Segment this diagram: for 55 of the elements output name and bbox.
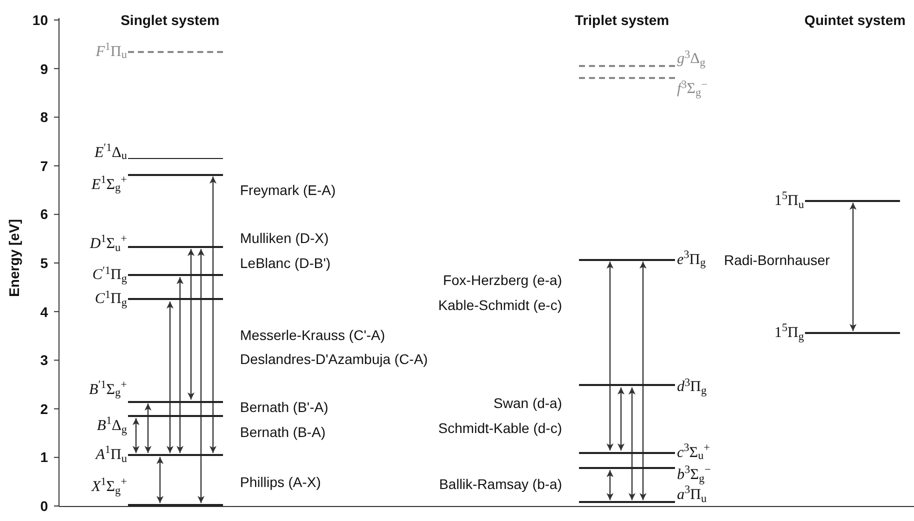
tick-label: 1: [40, 448, 48, 466]
tick-label: 9: [40, 60, 48, 78]
transition-arrow: [132, 418, 140, 453]
band-name: Ballik-Ramsay (b-a): [439, 475, 562, 494]
tick-label: 7: [40, 156, 48, 175]
transition-arrow: [606, 262, 614, 451]
band-name: Kable-Schmidt (e-c): [438, 296, 562, 314]
state-label: 1$^{5}$Π$_{g}$: [774, 322, 805, 343]
transition-arrow: [628, 387, 636, 500]
tick-label: 3: [40, 351, 48, 370]
transition-arrow: [850, 202, 856, 331]
transition-arrow: [166, 301, 174, 453]
state-label: F$^{1}$Π$_{u}$: [96, 42, 128, 62]
state-label: a$^{3}$Π$_{u}$: [676, 485, 707, 506]
band-name: Bernath (B-A): [240, 422, 326, 441]
transition-arrow: [144, 404, 152, 453]
band-name: Bernath (B'-A): [240, 398, 328, 416]
transition-arrow: [156, 456, 164, 504]
transition-arrow: [606, 470, 614, 500]
tick-label: 4: [40, 302, 48, 321]
state-label: B$^{1}$Δ$_{g}$: [96, 416, 128, 436]
band-name: Mulliken (D-X): [240, 229, 329, 248]
transition-arrow: [198, 248, 204, 504]
state-label: d$^{3}$Π$_{g}$: [676, 377, 707, 398]
tick-label: 6: [40, 205, 48, 224]
band-name: LeBlanc (D-B'): [240, 254, 331, 272]
tick-label: 10: [32, 11, 48, 29]
transition-arrow: [210, 176, 216, 453]
transition-arrow: [188, 248, 194, 400]
transition-arrow: [176, 277, 184, 453]
band-name: Deslandres-D'Azambuja (C-A): [240, 350, 428, 368]
transition-arrow: [618, 387, 624, 451]
column-heading: Triplet system: [574, 11, 670, 29]
state-label: C$^{′1}$Π$_{g}$: [92, 265, 128, 286]
band-name: Phillips (A-X): [240, 472, 321, 491]
tick-label: 2: [40, 400, 48, 418]
band-name: Messerle-Krauss (C'-A): [240, 326, 386, 344]
column-heading: Singlet system: [120, 11, 220, 29]
state-label: C$^{1}$Π$_{g}$: [94, 289, 128, 310]
band-name: Schmidt-Kable (d-c): [438, 418, 562, 437]
band-name: Radi-Bornhauser: [724, 250, 830, 269]
tick-label: 8: [40, 108, 48, 126]
state-label: 1$^{5}$Π$_{u}$: [774, 190, 805, 211]
state-label: E$^{′1}$Δ$_{u}$: [94, 142, 128, 162]
state-label: g$^{3}$Δ$_{g}$: [676, 49, 706, 70]
tick-label: 0: [40, 497, 48, 515]
column-heading: Quintet system: [804, 11, 906, 29]
band-name: Freymark (E-A): [240, 181, 336, 200]
band-name: Fox-Herzberg (e-a): [442, 271, 562, 290]
state-label: A$^{1}$Π$_{u}$: [96, 444, 128, 465]
tick-label: 5: [40, 254, 48, 272]
band-name: Swan (d-a): [494, 394, 562, 412]
axis-title: Energy [eV]: [5, 218, 23, 298]
transition-arrow: [640, 262, 646, 500]
state-label: e$^{3}$Π$_{g}$: [676, 250, 706, 270]
